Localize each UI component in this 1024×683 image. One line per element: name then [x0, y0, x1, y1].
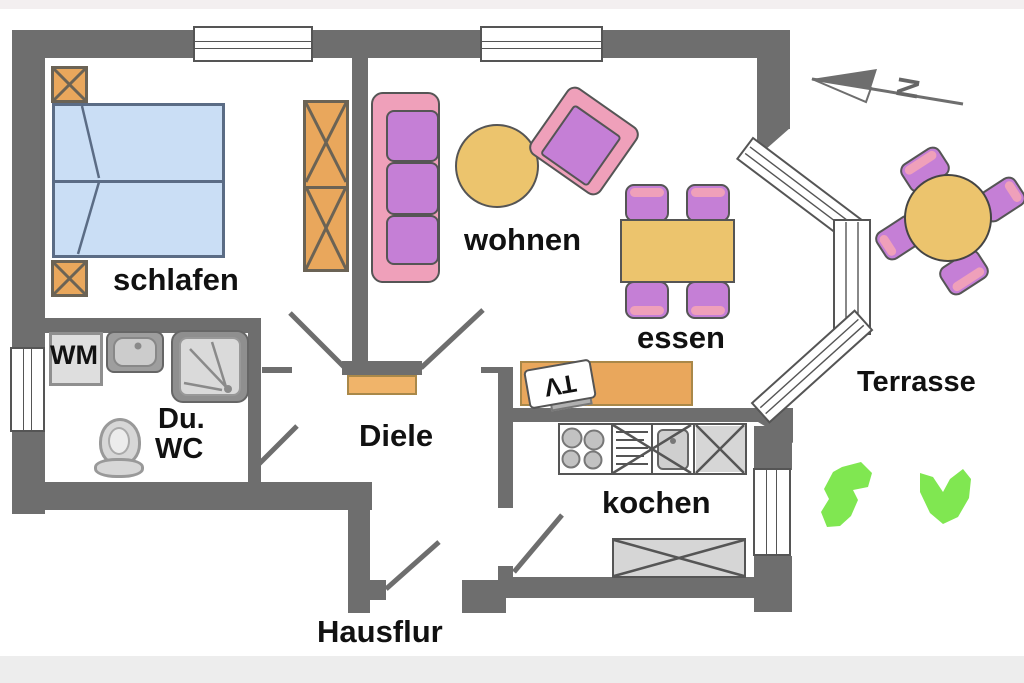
room-label-kochen: kochen [602, 485, 711, 520]
doormat [347, 375, 417, 395]
window-mullion [776, 470, 777, 554]
double-bed [52, 103, 225, 258]
wall-doormat-segment [342, 361, 422, 375]
wall-kitchen-top [500, 408, 760, 422]
washing-machine-label: WM [50, 340, 98, 370]
window-mullion [766, 470, 767, 554]
terrace-table [904, 174, 992, 262]
window-pane [750, 309, 874, 424]
kitchen-window [753, 468, 791, 556]
washbasin-drain [134, 342, 142, 350]
toilet-seat [108, 427, 130, 455]
page-bottom-strip [0, 656, 1024, 683]
room-label-diele: Diele [359, 418, 434, 453]
window-mullion [23, 349, 24, 430]
washing-machine [49, 332, 103, 386]
plant [920, 469, 971, 524]
page-top-strip [0, 0, 1024, 9]
shower-spray [183, 341, 229, 392]
dining-chair [686, 184, 730, 222]
room-label-du: Du. [158, 403, 205, 435]
bathroom-door-leaf [252, 424, 299, 471]
north-arrow-head-outline [811, 78, 873, 104]
plant [821, 462, 872, 527]
wall-kitchen-right-lower [754, 556, 792, 612]
sofa-cushion [386, 215, 439, 265]
sofa-cushion [386, 162, 439, 215]
livingroom-window [480, 26, 603, 62]
wall-entry-right [462, 580, 506, 613]
chair-backrest [691, 188, 725, 197]
wall-diele-top-right [481, 367, 502, 373]
sofa-cushion [386, 110, 439, 162]
wall-diele-left [348, 482, 370, 613]
washbasin [106, 331, 164, 373]
wall-left [12, 30, 45, 514]
wall-top [12, 30, 790, 58]
bathroom-window [10, 347, 45, 432]
shower-head [224, 385, 232, 393]
dining-chair [625, 281, 669, 319]
shower [171, 330, 249, 403]
wall-bath-right [248, 318, 261, 482]
wall-entry-stub [370, 580, 386, 600]
wall-kitchen-divider-stub [498, 566, 513, 580]
window-mullion [195, 48, 311, 49]
wardrobe-divider [306, 186, 346, 189]
north-arrow-head-filled [812, 69, 877, 88]
chair-backrest [630, 306, 664, 315]
wardrobe-x [304, 102, 348, 270]
kitchen-door-leaf [512, 513, 564, 574]
window-mullion [749, 146, 862, 232]
stove-burners [561, 427, 605, 470]
window-mullion [482, 48, 601, 49]
wall-bedroom-bottom [12, 318, 260, 333]
room-label-schlafen: schlafen [113, 262, 239, 297]
room-label-wc: WC [155, 433, 204, 465]
bed-divider [55, 180, 222, 183]
sink-drain [670, 438, 676, 444]
wardrobe [303, 100, 349, 272]
shower-tray [179, 337, 241, 396]
coffee-table [455, 124, 539, 208]
bed-fold-lines [76, 105, 101, 255]
wall-kitchen-bottom [505, 577, 756, 598]
room-label-hausflur: Hausflur [317, 614, 443, 649]
washbasin-bowl [113, 337, 157, 367]
bay-window-diagonal-lower [750, 309, 874, 424]
window-mullion [195, 41, 311, 42]
window-mullion [31, 349, 32, 430]
room-label-essen: essen [637, 320, 725, 355]
chair-backrest [630, 188, 664, 197]
counter-x-marks [612, 423, 745, 578]
window-mullion [482, 41, 601, 42]
dining-chair [625, 184, 669, 222]
room-label-terrasse: Terrasse [857, 366, 976, 398]
room-label-wohnen: wohnen [464, 222, 582, 257]
wall-diele-top-left [262, 367, 292, 373]
north-arrow [811, 69, 964, 106]
bedroom-door-leaf [288, 311, 347, 370]
livingroom-door-leaf [419, 308, 485, 370]
wall-kitchen-divider [498, 367, 513, 508]
sofa [371, 92, 440, 283]
wall-top-right-corner [757, 30, 790, 129]
toilet-base [94, 458, 144, 478]
window-mullion [759, 318, 859, 409]
chair-backrest [691, 306, 725, 315]
window-mullion [765, 324, 865, 415]
dining-table [620, 219, 735, 283]
nightstand-x [52, 67, 87, 296]
wall-bath-bottom [12, 482, 372, 510]
entry-door-leaf [384, 540, 441, 591]
wall-bedroom-divider [352, 58, 368, 372]
bedroom-window [193, 26, 313, 62]
